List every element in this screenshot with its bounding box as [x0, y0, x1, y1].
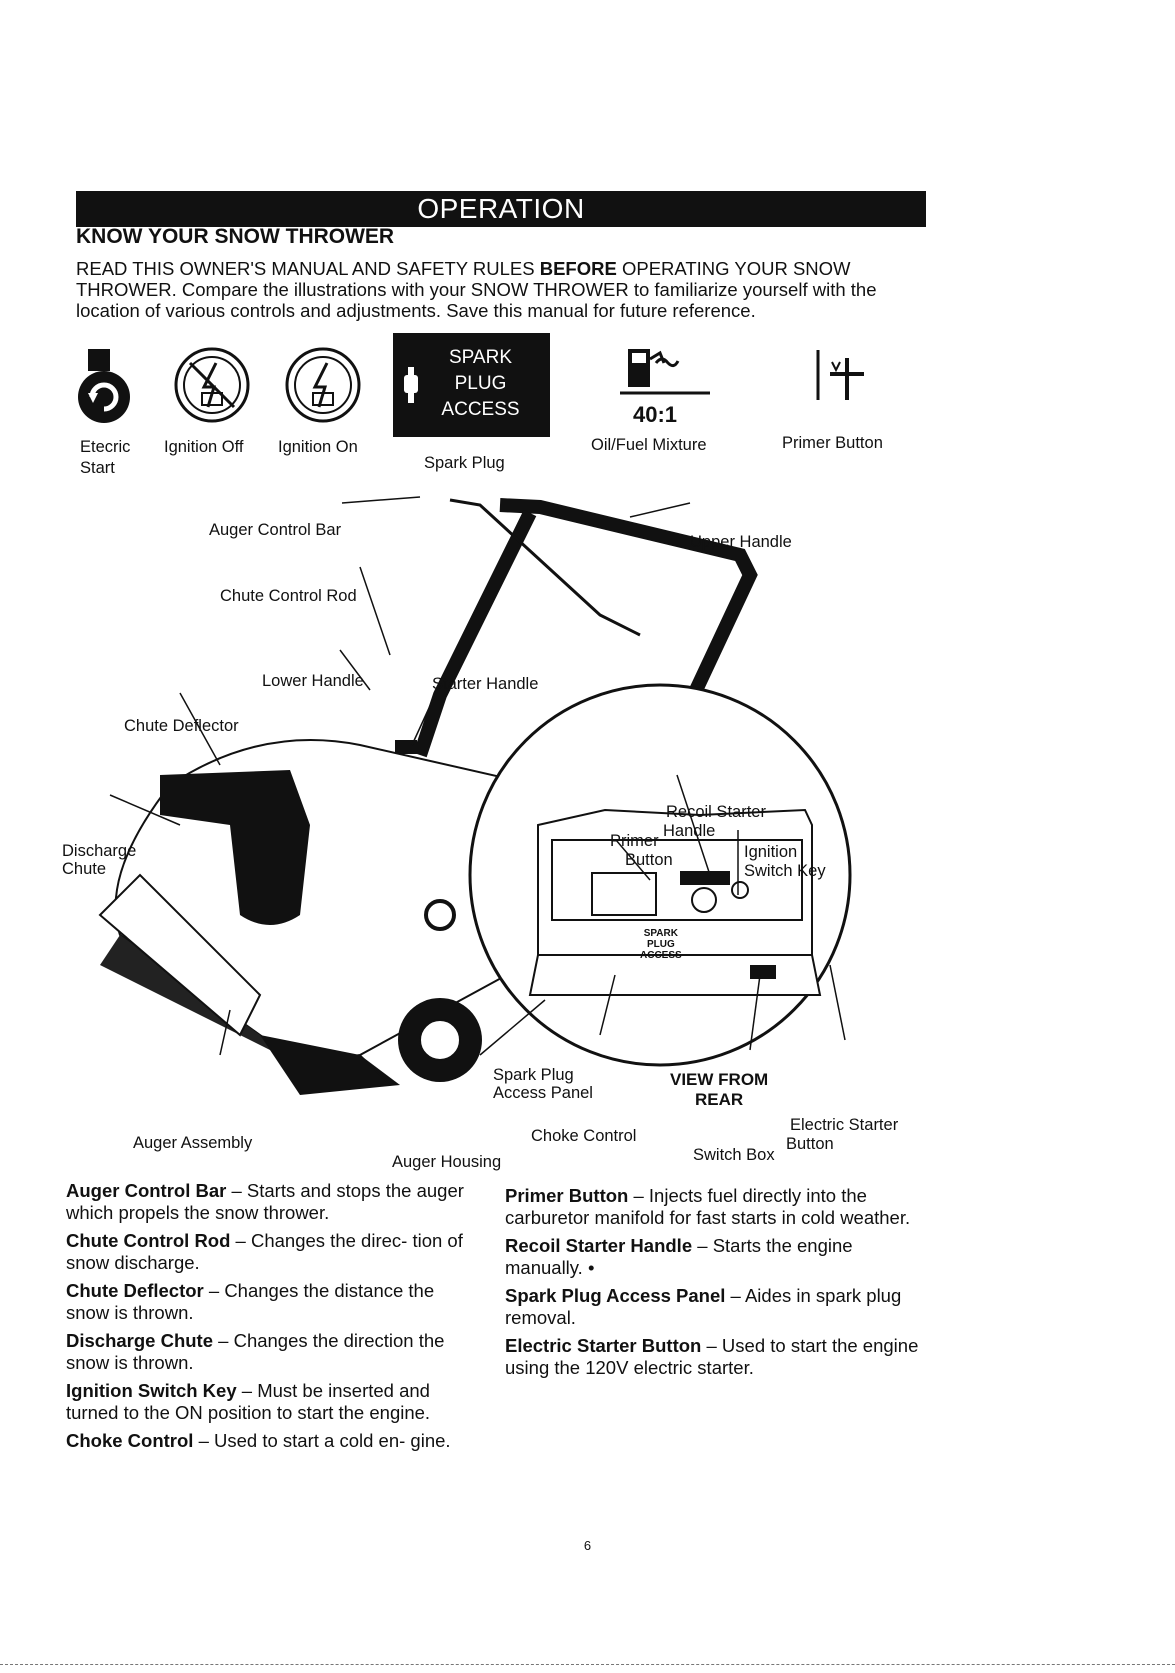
callout-starter-handle: Starter Handle — [432, 675, 539, 693]
desc-item: Choke Control – Used to start a cold en-… — [66, 1430, 466, 1452]
view-from-rear-label: VIEW FROM REAR — [670, 1070, 768, 1110]
label-ignition-off: Ignition Off — [164, 438, 244, 456]
desc-item: Spark Plug Access Panel – Aides in spark… — [505, 1285, 925, 1329]
inset-spark-1: SPARK — [643, 928, 678, 939]
desc-term: Primer Button — [505, 1185, 629, 1206]
callout-recoil-handle: Handle — [663, 822, 716, 840]
desc-item: Ignition Switch Key – Must be inserted a… — [66, 1380, 466, 1424]
intro-bold: BEFORE — [539, 258, 617, 279]
bottom-rule — [0, 1664, 1175, 1665]
label-oil-fuel: Oil/Fuel Mixture — [591, 436, 707, 454]
descriptions-right: Primer Button – Injects fuel directly in… — [505, 1185, 925, 1385]
section-banner: OPERATION — [76, 191, 926, 227]
callout-lower-handle: Lower Handle — [262, 672, 364, 690]
desc-term: Spark Plug Access Panel — [505, 1285, 726, 1306]
desc-text: – Aides in spark plug removal. — [505, 1285, 902, 1328]
ratio-label: 40:1 — [633, 402, 678, 427]
callout-switch-box: Switch Box — [693, 1146, 775, 1164]
desc-text: – Used to start a cold en- gine. — [193, 1430, 451, 1451]
desc-term: Recoil Starter Handle — [505, 1235, 693, 1256]
spark-box-line1: SPARK — [448, 347, 512, 368]
fuel-can-icon — [620, 349, 710, 395]
callout-primer-button: Button — [625, 851, 673, 869]
inset-spark-3: ACCESS — [640, 950, 682, 961]
callout-auger-assembly: Auger Assembly — [133, 1134, 253, 1152]
primer-icon — [816, 350, 864, 400]
desc-term: Electric Starter Button — [505, 1335, 702, 1356]
ignition-on-icon — [285, 347, 361, 423]
desc-text: – Changes the distance the snow is throw… — [66, 1280, 435, 1323]
callout-electric-starter: Electric Starter — [790, 1116, 899, 1134]
electric-start-icon — [78, 349, 130, 423]
spark-plug-access-icon: SPARK PLUG ACCESS — [393, 333, 550, 437]
intro-text-2: OPERATING YOUR SNOW THROWER. Compare the… — [76, 258, 877, 321]
desc-term: Auger Control Bar — [66, 1180, 227, 1201]
desc-text: – Starts and stops the auger which prope… — [66, 1180, 464, 1223]
view-from: VIEW FROM — [670, 1070, 769, 1089]
callout-auger-housing: Auger Housing — [392, 1153, 502, 1171]
label-electric-start: Etecric Start — [80, 438, 131, 477]
page-number: 6 — [583, 1538, 592, 1553]
desc-text: – Starts the engine manually. • — [505, 1235, 853, 1278]
desc-term: Ignition Switch Key — [66, 1380, 237, 1401]
spark-box-line2: PLUG — [454, 373, 507, 394]
callout-ignition: Ignition — [744, 843, 798, 861]
descriptions-left: Auger Control Bar – Starts and stops the… — [66, 1180, 466, 1458]
callout-access-panel: Access Panel — [493, 1084, 593, 1102]
desc-text: – Used to start the engine using the 120… — [505, 1335, 919, 1378]
label-ignition-on: Ignition On — [278, 438, 358, 456]
callout-electric-starter-button: Button — [786, 1135, 834, 1153]
desc-item: Discharge Chute – Changes the direction … — [66, 1330, 466, 1374]
desc-item: Electric Starter Button – Used to start … — [505, 1335, 925, 1379]
inset-spark-2: PLUG — [646, 939, 675, 950]
callout-chute-deflector: Chute Deflector — [124, 717, 239, 735]
desc-text: – Changes the direc- tion of snow discha… — [66, 1230, 463, 1273]
desc-term: Chute Deflector — [66, 1280, 204, 1301]
view-rear: REAR — [695, 1090, 744, 1109]
callout-upper-handle: Upper Handle — [690, 533, 792, 551]
desc-item: Chute Control Rod – Changes the direc- t… — [66, 1230, 466, 1274]
desc-item: Auger Control Bar – Starts and stops the… — [66, 1180, 466, 1224]
desc-item: Chute Deflector – Changes the distance t… — [66, 1280, 466, 1324]
desc-item: Recoil Starter Handle – Starts the engin… — [505, 1235, 925, 1279]
callout-spark-plug: Spark Plug — [493, 1066, 574, 1084]
label-spark-plug: Spark Plug — [424, 454, 505, 472]
callout-recoil-starter: Recoil Starter — [666, 803, 766, 821]
desc-term: Discharge Chute — [66, 1330, 214, 1351]
intro-text-1: READ THIS OWNER'S MANUAL AND SAFETY RULE… — [76, 258, 540, 279]
callout-ignition-switch-key: Switch Key — [744, 862, 826, 880]
callout-discharge-1: Discharge — [62, 842, 137, 860]
desc-text: – Changes the direction the snow is thro… — [66, 1330, 445, 1373]
callout-choke-control: Choke Control — [531, 1127, 637, 1145]
desc-text: – Must be inserted and turned to the ON … — [66, 1380, 431, 1423]
desc-text: – Injects fuel directly into the carbure… — [505, 1185, 911, 1228]
inset-spark-label: SPARK PLUG ACCESS — [640, 928, 682, 961]
page-heading: KNOW YOUR SNOW THROWER — [76, 225, 395, 248]
snow-thrower-illustration — [98, 496, 852, 1095]
callout-primer: Primer — [610, 832, 659, 850]
desc-item: Primer Button – Injects fuel directly in… — [505, 1185, 925, 1229]
ignition-off-icon — [174, 347, 250, 423]
callout-auger-control-bar: Auger Control Bar — [209, 521, 342, 539]
spark-box-line3: ACCESS — [441, 399, 520, 420]
callout-discharge-chute: Discharge Chute — [62, 842, 136, 878]
spark-plug-icon — [404, 367, 418, 403]
intro-paragraph: READ THIS OWNER'S MANUAL AND SAFETY RULE… — [76, 258, 906, 321]
callout-chute-control-rod: Chute Control Rod — [220, 587, 357, 605]
callout-discharge-2: Chute — [62, 860, 107, 878]
desc-term: Chute Control Rod — [66, 1230, 231, 1251]
desc-term: Choke Control — [66, 1430, 194, 1451]
label-primer: Primer Button — [782, 434, 883, 452]
